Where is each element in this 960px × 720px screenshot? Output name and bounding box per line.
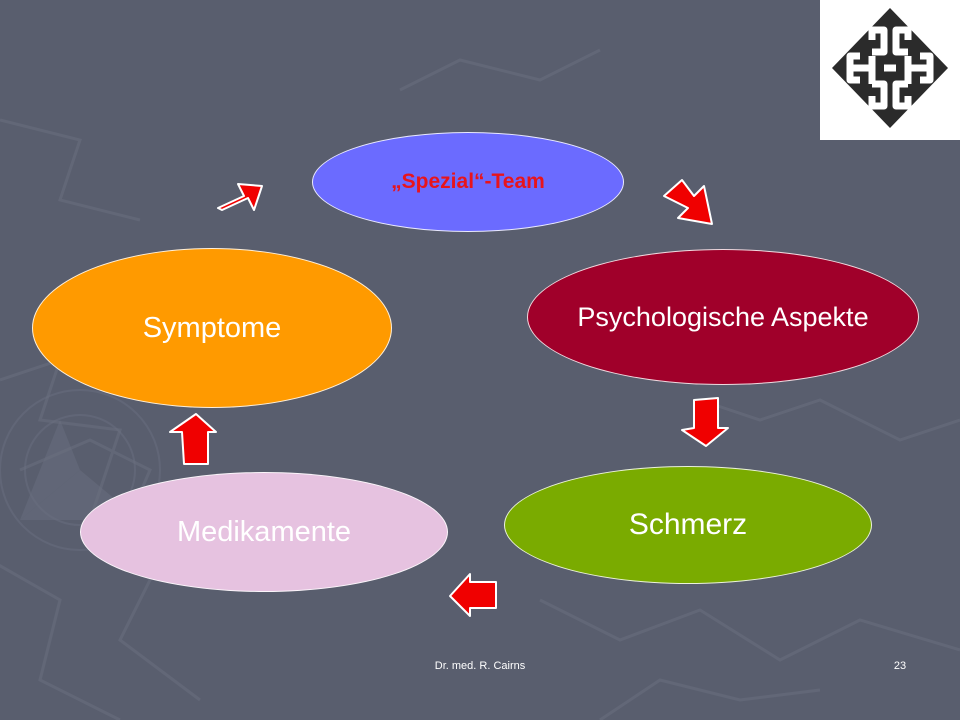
node-label-medikamente: Medikamente [176,515,352,548]
logo-panel [820,0,960,140]
footer-page-number: 23 [893,660,907,672]
node-spezial-team: „Spezial“-Team [312,132,624,232]
node-symptome: Symptome [32,248,392,408]
node-label-symptome: Symptome [142,311,282,344]
node-psychologische-aspekte: Psychologische Aspekte [527,249,919,385]
node-label-psychologische-aspekte: Psychologische Aspekte [577,301,869,332]
node-label-spezial-team: „Spezial“-Team [391,170,545,193]
node-schmerz: Schmerz [504,466,872,584]
celtic-knot-logo-icon [832,8,948,128]
node-label-schmerz: Schmerz [628,508,748,541]
footer-author: Dr. med. R. Cairns [434,660,526,672]
node-medikamente: Medikamente [80,472,448,592]
